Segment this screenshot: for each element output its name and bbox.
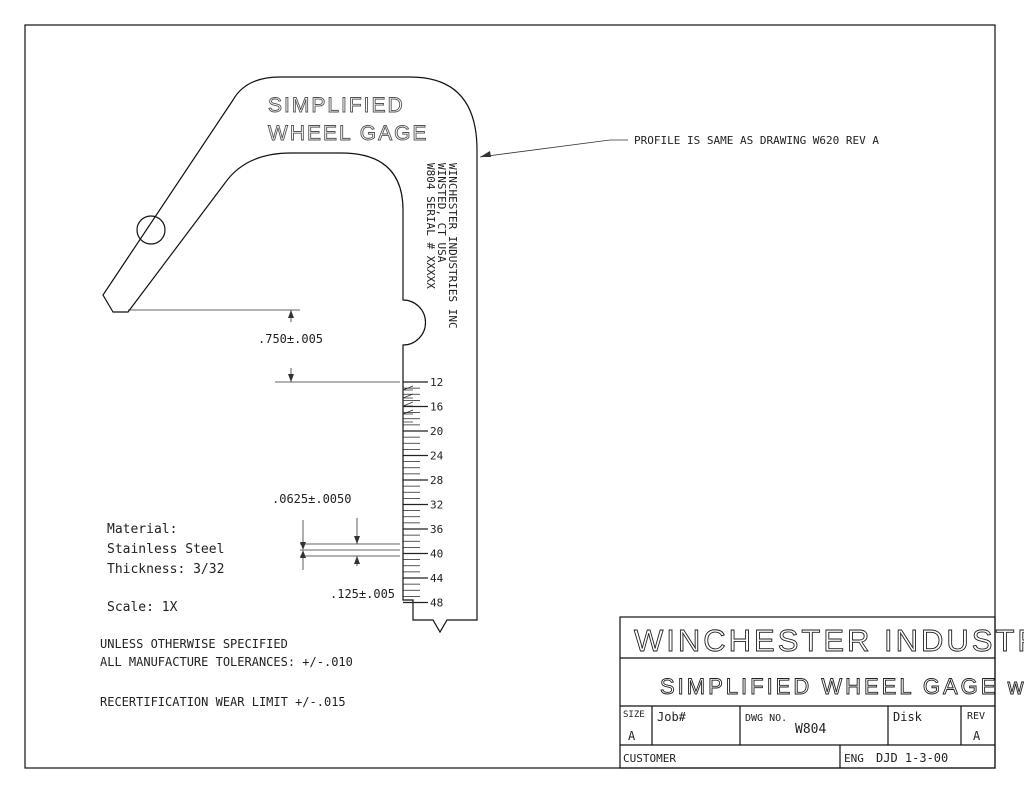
title-block-dwg-label: DWG NO. — [745, 713, 787, 724]
scale-tick-label: 28 — [430, 474, 443, 487]
scale-tick-label: 24 — [430, 450, 444, 463]
scale-tick-label: 40 — [430, 548, 443, 561]
title-block-size-label: SIZE — [623, 710, 645, 720]
profile-leader-arrow — [480, 151, 491, 157]
dim-750-arrow-top — [288, 310, 294, 318]
scale-note: Scale: 1X — [107, 600, 178, 615]
scale-tick-label: 44 — [430, 572, 444, 585]
thickness-note: Thickness: 3/32 — [107, 562, 224, 577]
scale-tick-label: 20 — [430, 425, 443, 438]
dim-125-arrow-2 — [300, 550, 306, 558]
tolerance-note-1: UNLESS OTHERWISE SPECIFIED — [100, 637, 288, 651]
side-engraving-line-2: WINSTED, CT USA — [435, 163, 448, 263]
profile-leader-line — [479, 139, 611, 158]
title-block-eng-label: ENG — [844, 752, 864, 765]
profile-note: PROFILE IS SAME AS DRAWING W620 REV A — [634, 134, 879, 147]
gage-outline — [102, 76, 478, 634]
side-engraving-line-3: W804 SERIAL # XXXXX — [424, 163, 437, 289]
dim-125-label: .125±.005 — [330, 587, 395, 601]
title-block-size-value: A — [628, 729, 636, 743]
side-engraving-line-1: WINCHESTER INDUSTRIES INC — [446, 163, 459, 329]
title-block-rev-value: A — [973, 729, 981, 743]
dim-0625-arrow — [354, 536, 360, 544]
tolerance-note-2: ALL MANUFACTURE TOLERANCES: +/-.010 — [100, 655, 353, 669]
material-value: Stainless Steel — [107, 542, 224, 557]
title-block-dwg-value: W804 — [795, 722, 826, 737]
mounting-hole — [136, 215, 166, 245]
title-block-company: WINCHESTER INDUSTRIES INC. — [634, 623, 1024, 658]
gage-engraving-line-2: WHEEL GAGE — [268, 122, 428, 145]
material-label: Material: — [107, 522, 177, 537]
title-block: WINCHESTER INDUSTRIES INC. SIMPLIFIED WH… — [619, 616, 1024, 769]
scale-tick-label: 48 — [430, 597, 443, 610]
dim-0625-label: .0625±.0050 — [272, 492, 351, 506]
title-block-job-label: Job# — [657, 710, 687, 724]
scale-tick-label: 12 — [430, 376, 443, 389]
scale-tick-label: 32 — [430, 499, 443, 512]
scale-tick-label: 36 — [430, 523, 443, 536]
dim-0625-arrow-2 — [354, 556, 360, 564]
title-block-customer-label: CUSTOMER — [623, 752, 676, 765]
dim-125-arrow — [300, 542, 306, 550]
sheet-border — [24, 24, 996, 769]
scale-tick-label: 16 — [430, 401, 443, 414]
dim-750-arrow-bottom — [288, 374, 294, 382]
side-engraving: WINCHESTER INDUSTRIES INC WINSTED, CT US… — [424, 163, 459, 329]
title-block-disk-label: Disk — [893, 710, 923, 724]
gage-engraving-line-1: SIMPLIFIED — [268, 94, 405, 117]
dim-750-label: .750±.005 — [258, 332, 323, 346]
scale-ticks: 12 16 20 24 28 32 36 40 44 48 — [403, 376, 444, 610]
title-block-eng-value: DJD 1-3-00 — [876, 751, 948, 765]
title-block-rev-label: REV — [967, 711, 985, 722]
title-block-drawing-title: SIMPLIFIED WHEEL GAGE w/SCALE — [660, 674, 1024, 699]
recertification-note: RECERTIFICATION WEAR LIMIT +/-.015 — [100, 695, 346, 709]
